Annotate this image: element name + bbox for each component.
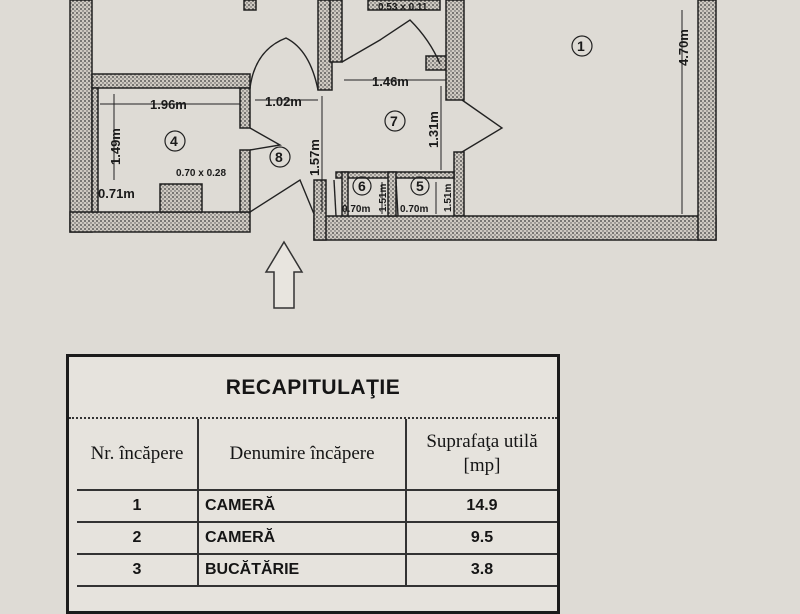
table-row: 1 CAMERĂ 14.9	[77, 490, 557, 523]
dim-room4-height: 1.49m	[108, 128, 123, 165]
room-4-label: 4	[170, 133, 178, 149]
table-row: 3 BUCĂTĂRIE 3.8	[77, 554, 557, 587]
row-area: 3.8	[406, 554, 557, 587]
dim-room7-width: 1.46m	[372, 74, 409, 89]
dim-room4-width: 1.96m	[150, 97, 187, 112]
room-1-label: 1	[577, 38, 585, 54]
dimension-lines	[100, 10, 683, 214]
room-labels: 1 4 5 6 7 8	[164, 35, 593, 196]
dim-room7-height: 1.31m	[426, 111, 441, 148]
row-nr: 3	[77, 554, 199, 587]
dim-room6-height: 1.51m	[378, 184, 389, 212]
row-nr: 1	[77, 490, 199, 523]
room-6-label: 6	[358, 178, 366, 194]
row-name: CAMERĂ	[198, 522, 407, 555]
dim-hall-width: 1.02m	[265, 94, 302, 109]
summary-title: RECAPITULAŢIE	[69, 357, 557, 419]
summary-table-panel: RECAPITULAŢIE Nr. încăpere Denumire încă…	[66, 354, 560, 614]
row-area: 14.9	[406, 490, 557, 523]
doors	[249, 19, 504, 217]
room-7-label: 7	[390, 113, 398, 129]
summary-header-row: Nr. încăpere Denumire încăpere Suprafaţa…	[77, 419, 557, 491]
dim-top-shaft: 0.53 x 0.11	[378, 2, 428, 13]
header-nr: Nr. încăpere	[77, 419, 199, 491]
summary-table: Nr. încăpere Denumire încăpere Suprafaţa…	[77, 419, 557, 587]
header-area: Suprafaţa utilă [mp]	[406, 419, 557, 491]
room-5-label: 5	[416, 178, 424, 194]
walls	[69, 0, 717, 241]
row-nr: 2	[77, 522, 199, 555]
table-row: 2 CAMERĂ 9.5	[77, 522, 557, 555]
dim-room4-wall: 0.71m	[98, 186, 135, 201]
dim-hall-height: 1.57m	[307, 139, 322, 176]
row-name: BUCĂTĂRIE	[198, 554, 407, 587]
entrance-arrow-icon	[264, 240, 304, 309]
row-name: CAMERĂ	[198, 490, 407, 523]
dim-room5-height: 1.51m	[443, 184, 454, 212]
dimension-labels: 1.96m 1.02m 1.46m 0.53 x 0.11 0.70 x 0.2…	[98, 2, 691, 215]
dim-room5-width: 0.70m	[400, 204, 428, 215]
header-name: Denumire încăpere	[198, 419, 407, 491]
row-area: 9.5	[406, 522, 557, 555]
room-8-label: 8	[275, 149, 283, 165]
dim-room4-shaft: 0.70 x 0.28	[176, 168, 226, 179]
dim-room1-height: 4.70m	[676, 29, 691, 66]
floor-plan: 1 4 5 6 7 8 1.96m 1.02m 1.46m 0.53 x 0.1…	[69, 0, 717, 309]
dim-room6-width: 0.70m	[342, 204, 370, 215]
